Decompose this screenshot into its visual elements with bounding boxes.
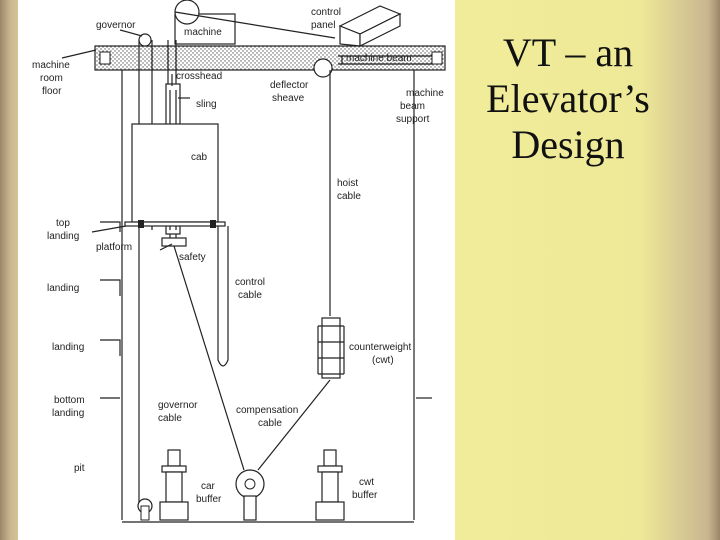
label-bottom-landing-1: bottom bbox=[54, 395, 85, 406]
landings bbox=[100, 221, 432, 399]
label-cwt-buffer-2: buffer bbox=[352, 490, 378, 501]
label-top-landing-2: landing bbox=[47, 231, 79, 242]
label-governor-cable-1: governor bbox=[158, 400, 198, 411]
compensation-cable bbox=[173, 245, 331, 471]
cab bbox=[124, 123, 226, 247]
label-cab: cab bbox=[191, 152, 208, 163]
machine-beam bbox=[94, 45, 446, 71]
label-pit: pit bbox=[74, 463, 85, 474]
label-machine-room-floor-1: machine bbox=[32, 60, 70, 71]
label-deflector-sheave-1: deflector bbox=[270, 80, 309, 91]
label-safety: safety bbox=[179, 252, 206, 263]
label-car-buffer-2: buffer bbox=[196, 494, 222, 505]
label-machine-beam: machine beam bbox=[346, 53, 412, 64]
elevator-diagram: governor machine control panel machine r… bbox=[32, 0, 446, 523]
slide-title-line-2: Elevator’s bbox=[486, 76, 650, 121]
slide-title-line-3: Design bbox=[511, 122, 625, 167]
label-compensation-cable-2: cable bbox=[258, 418, 282, 429]
label-car-buffer-1: car bbox=[201, 481, 216, 492]
label-hoist-cable-1: hoist bbox=[337, 178, 358, 189]
control-panel bbox=[338, 5, 402, 47]
governor-tension-sheave bbox=[137, 498, 153, 521]
hoist-cables bbox=[167, 40, 177, 84]
cwt-buffer bbox=[315, 449, 345, 521]
leader-lines bbox=[61, 29, 190, 251]
label-governor-cable-2: cable bbox=[158, 413, 182, 424]
label-top-landing-1: top bbox=[56, 218, 70, 229]
label-sling: sling bbox=[196, 99, 217, 110]
label-machine-room-floor-2: room bbox=[40, 73, 63, 84]
car-buffer bbox=[159, 449, 189, 521]
label-platform: platform bbox=[96, 242, 132, 253]
label-hoist-cable-2: cable bbox=[337, 191, 361, 202]
label-landing-b: landing bbox=[52, 342, 84, 353]
diagram-labels: governor machine control panel machine r… bbox=[32, 7, 444, 505]
label-machine-room-floor-3: floor bbox=[42, 86, 62, 97]
label-counterweight-2: (cwt) bbox=[372, 355, 394, 366]
label-landing-a: landing bbox=[47, 283, 79, 294]
label-machine-beam-support-2: beam bbox=[400, 101, 425, 112]
label-control-cable-2: cable bbox=[238, 290, 262, 301]
label-cwt-buffer-1: cwt bbox=[359, 477, 374, 488]
label-deflector-sheave-2: sheave bbox=[272, 93, 305, 104]
label-machine-beam-support-3: support bbox=[396, 114, 430, 125]
shaft-walls bbox=[121, 70, 415, 523]
pit-sheave bbox=[235, 469, 265, 521]
label-counterweight-1: counterweight bbox=[349, 342, 411, 353]
governor bbox=[138, 33, 153, 510]
label-bottom-landing-2: landing bbox=[52, 408, 84, 419]
slide-title-line-1: VT – an bbox=[502, 30, 634, 75]
control-cable bbox=[217, 226, 229, 367]
label-crosshead: crosshead bbox=[176, 71, 222, 82]
label-control-cable-1: control bbox=[235, 277, 265, 288]
slide-title: VT – an Elevator’s Design bbox=[468, 30, 668, 168]
diagram-panel: governor machine control panel machine r… bbox=[18, 0, 455, 540]
label-machine-beam-support-1: machine bbox=[406, 88, 444, 99]
label-control-panel-1: control bbox=[311, 7, 341, 18]
counterweight bbox=[317, 317, 345, 379]
label-machine: machine bbox=[184, 27, 222, 38]
label-compensation-cable-1: compensation bbox=[236, 405, 298, 416]
label-governor: governor bbox=[96, 20, 136, 31]
deflector-sheave bbox=[313, 58, 333, 316]
label-control-panel-2: panel bbox=[311, 20, 335, 31]
machine bbox=[174, 0, 336, 45]
